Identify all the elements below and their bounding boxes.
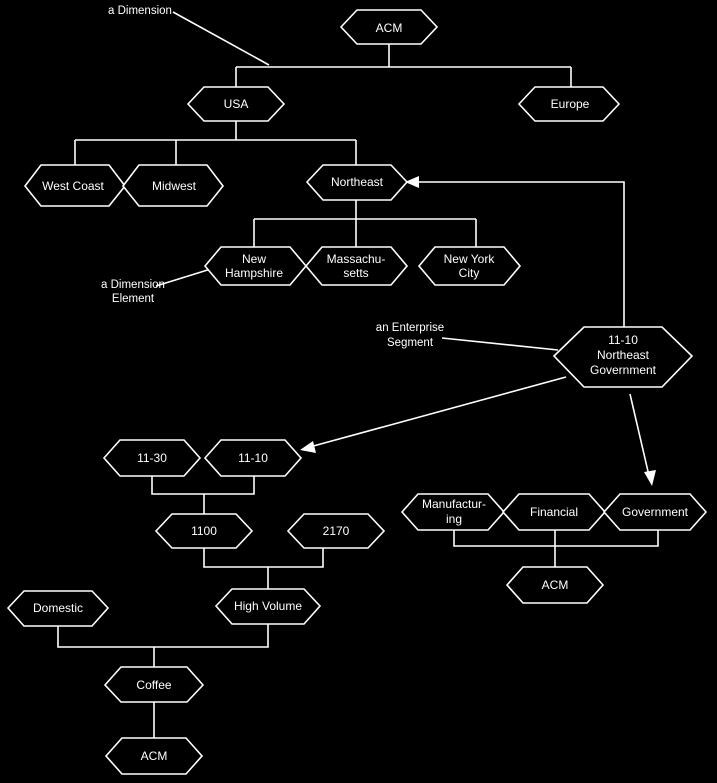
- node-label: 11-10: [238, 451, 268, 465]
- node-label: Northeast: [331, 175, 384, 189]
- node-domestic: Domestic: [6, 590, 110, 627]
- node-coffee: Coffee: [103, 666, 205, 703]
- node-label: ACM: [141, 749, 168, 763]
- node-label: New York: [444, 252, 496, 266]
- node-new-york-city: New York City: [417, 246, 522, 286]
- node-label: Government: [590, 363, 657, 377]
- node-label: Financial: [530, 505, 578, 519]
- annotation-text: a Dimension: [101, 279, 165, 291]
- node-label: Europe: [551, 97, 590, 111]
- node-11-30: 11-30: [102, 439, 202, 477]
- node-label: New: [242, 252, 266, 266]
- annotation-text: Element: [112, 293, 155, 305]
- node-2170: 2170: [286, 513, 386, 549]
- node-europe: Europe: [517, 86, 621, 122]
- connectors: [57, 11, 659, 738]
- node-government: Government: [602, 493, 708, 531]
- node-midwest: Midwest: [121, 164, 225, 207]
- node-label: 11-30: [137, 451, 167, 465]
- node-label: West Coast: [42, 179, 104, 193]
- arrowhead-to-11-10: [300, 441, 316, 453]
- arrowheads: [300, 176, 656, 486]
- annotation-text: an Enterprise: [376, 322, 444, 334]
- node-label: ACM: [376, 21, 403, 35]
- node-label: Domestic: [33, 601, 83, 615]
- node-1100: 1100: [154, 513, 254, 549]
- annotation-dimension-element: a Dimension Element: [101, 279, 165, 305]
- node-label: ACM: [542, 578, 569, 592]
- node-11-10: 11-10: [203, 439, 303, 477]
- node-label: USA: [224, 97, 249, 111]
- node-label: setts: [343, 266, 368, 280]
- node-label: Massachu-: [327, 252, 386, 266]
- node-enterprise-segment: 11-10 Northeast Government: [552, 326, 694, 388]
- node-financial: Financial: [501, 493, 607, 531]
- node-high-volume: High Volume: [214, 588, 322, 625]
- node-label: Manufactur-: [422, 497, 486, 511]
- node-label: City: [459, 266, 480, 280]
- node-northeast: Northeast: [305, 164, 409, 201]
- node-label: 11-10: [608, 333, 638, 347]
- node-acm-bottom-left: ACM: [104, 737, 204, 775]
- annotation-text: Segment: [387, 337, 434, 349]
- node-label: Northeast: [597, 348, 650, 362]
- node-usa: USA: [186, 86, 286, 122]
- node-west-coast: West Coast: [23, 164, 127, 207]
- node-label: Coffee: [136, 678, 171, 692]
- node-label: High Volume: [234, 599, 302, 613]
- node-manufacturing: Manufactur- ing: [400, 493, 506, 531]
- node-label: Government: [622, 505, 689, 519]
- node-acm-bottom-right: ACM: [505, 566, 605, 604]
- arrowhead-to-northeast: [405, 176, 419, 188]
- annotation-enterprise-segment: an Enterprise Segment: [376, 322, 444, 349]
- node-new-hampshire: New Hampshire: [203, 246, 308, 286]
- node-label: ing: [446, 512, 462, 526]
- node-acm-top: ACM: [339, 9, 439, 45]
- node-label: Midwest: [152, 179, 197, 193]
- node-massachusetts: Massachu- setts: [304, 246, 409, 286]
- arrowhead-to-government: [644, 470, 656, 486]
- node-label: 1100: [191, 524, 217, 538]
- node-label: 2170: [323, 524, 350, 538]
- annotation-text: a Dimension: [108, 5, 172, 17]
- annotation-dimension: a Dimension: [108, 5, 172, 17]
- node-label: Hampshire: [225, 266, 283, 280]
